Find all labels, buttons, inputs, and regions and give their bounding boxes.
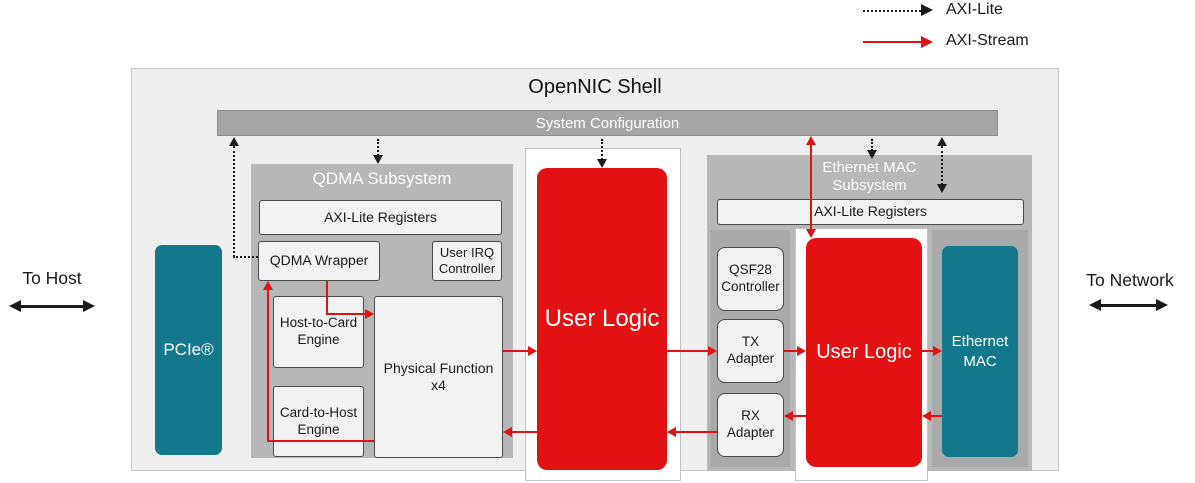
rx-adapter-box: RX Adapter (717, 393, 784, 457)
to-host-label: To Host (22, 268, 82, 288)
host-to-card-engine-box: Host-to-Card Engine (273, 296, 364, 368)
axi-lite-syscfg-to-qdma-arrow (377, 139, 379, 156)
stream-eth-user-logic-to-rx-arrow (792, 415, 806, 417)
to-host-arrowhead-left-icon (9, 300, 21, 312)
stream-mac-to-eth-user-logic-arrowhead-icon (922, 411, 931, 421)
stream-rx-to-user-logic-arrow (675, 431, 718, 433)
legend-axi-lite-arrow-icon (863, 10, 921, 12)
user-irq-controller-box: User IRQ Controller (432, 241, 502, 281)
stream-syscfg-eth-user-logic-arrowhead-up-icon (806, 136, 816, 145)
to-network-arrowhead-left-icon (1089, 299, 1101, 311)
to-network-arrowhead-right-icon (1156, 299, 1168, 311)
stream-user-logic-to-pf-arrowhead-icon (503, 427, 512, 437)
qdma-wrapper-box: QDMA Wrapper (258, 241, 380, 281)
qsf28-controller-box: QSF28 Controller (717, 247, 784, 311)
stream-tx-to-eth-user-logic-arrow (784, 350, 798, 352)
stream-wrapper-to-pf-arrowhead-icon (365, 309, 374, 319)
to-host-double-arrow-icon (20, 305, 84, 308)
stream-pf-to-wrapper-arrowhead-icon (263, 281, 273, 290)
legend-axi-lite-label: AXI-Lite (946, 1, 1003, 18)
stream-wrapper-to-pf-arrow-h (326, 313, 366, 315)
axi-lite-syscfg-to-user-logic-arrow (601, 139, 603, 160)
axi-lite-syscfg-to-qdma-arrowhead-icon (373, 155, 383, 164)
ethernet-user-logic-block: User Logic (806, 238, 922, 467)
ethernet-axi-lite-registers-box: AXI-Lite Registers (717, 199, 1024, 225)
stream-pf-to-user-logic-arrowhead-icon (528, 346, 537, 356)
stream-user-logic-to-tx-arrowhead-icon (708, 346, 717, 356)
stream-syscfg-eth-user-logic-arrowhead-down-icon (806, 229, 816, 238)
stream-tx-to-eth-user-logic-arrowhead-icon (797, 346, 806, 356)
stream-syscfg-eth-user-logic-arrow (810, 144, 812, 230)
legend-axi-stream-arrow-icon (863, 41, 921, 43)
legend-axi-lite-arrowhead-icon (921, 4, 933, 16)
system-configuration-bar: System Configuration (217, 110, 998, 136)
qdma-subsystem-title: QDMA Subsystem (312, 169, 452, 188)
tx-adapter-box: TX Adapter (717, 319, 784, 383)
to-network-double-arrow-icon (1100, 304, 1157, 307)
axi-lite-wrapper-to-syscfg-arrow (233, 256, 258, 258)
stream-eth-user-logic-to-mac-arrow (922, 350, 934, 352)
stream-rx-to-user-logic-arrowhead-icon (667, 427, 676, 437)
stream-pf-to-user-logic-arrow (503, 350, 529, 352)
pcie-block: PCIe® (155, 245, 222, 455)
axi-lite-syscfg-ethernet-arrowhead-up-icon (937, 137, 947, 146)
stream-user-logic-to-pf-arrow (511, 431, 537, 433)
axi-lite-syscfg-to-user-logic-arrowhead-icon (597, 159, 607, 168)
stream-pf-to-wrapper-arrow-v (267, 290, 269, 442)
shell-title: OpenNIC Shell (528, 76, 662, 98)
ethernet-mac-subsystem-title: Ethernet MAC Subsystem (822, 159, 917, 194)
stream-mac-to-eth-user-logic-arrow (929, 415, 942, 417)
legend-axi-stream-arrowhead-icon (921, 36, 933, 48)
axi-lite-wrapper-to-syscfg-arrowhead-icon (229, 137, 239, 146)
stream-eth-user-logic-to-mac-arrowhead-icon (933, 346, 942, 356)
qdma-axi-lite-registers-box: AXI-Lite Registers (259, 200, 502, 235)
axi-lite-wrapper-to-syscfg-arrow-line (233, 146, 235, 257)
user-logic-center-block: User Logic (537, 168, 667, 470)
axi-lite-syscfg-ethernet-double-arrow (941, 146, 943, 185)
stream-eth-user-logic-to-rx-arrowhead-icon (784, 411, 793, 421)
to-network-label: To Network (1086, 270, 1174, 290)
physical-function-box: Physical Function x4 (374, 296, 503, 458)
axi-lite-syscfg-ethernet-arrowhead-down-icon (937, 184, 947, 193)
card-to-host-engine-box: Card-to-Host Engine (273, 386, 364, 457)
legend-axi-stream-label: AXI-Stream (946, 32, 1029, 49)
stream-pf-to-wrapper-arrow-h (267, 440, 374, 442)
axi-lite-syscfg-to-ethernet-arrowhead-icon (867, 150, 877, 159)
stream-user-logic-to-tx-arrow (667, 350, 709, 352)
ethernet-mac-block: Ethernet MAC (942, 246, 1018, 457)
axi-lite-syscfg-to-ethernet-arrow (871, 139, 873, 151)
stream-wrapper-to-pf-arrow-v (326, 281, 328, 314)
to-host-arrowhead-right-icon (83, 300, 95, 312)
